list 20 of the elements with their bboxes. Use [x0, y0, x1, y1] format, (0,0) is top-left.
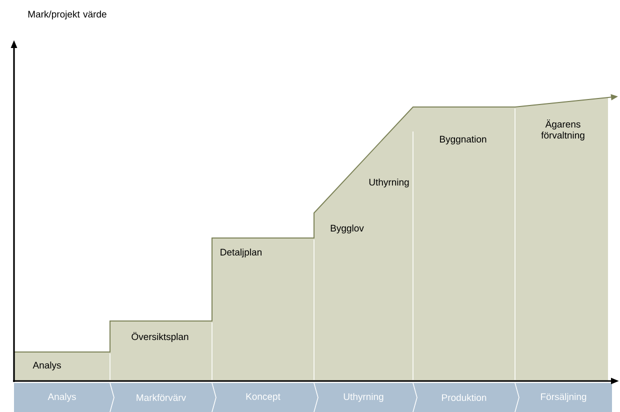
- axis-label: Mark/projekt värde: [28, 10, 106, 20]
- node-label: Försäljning: [541, 393, 586, 402]
- step-label: Ägarens förvaltning: [541, 120, 584, 140]
- node-label: Produktion: [442, 394, 486, 401]
- phase-segment: Försäljning: [515, 383, 612, 412]
- phase-segment: Analys: [14, 383, 110, 412]
- step-label: Uthyrning: [369, 178, 409, 188]
- step-label: Analys: [32, 362, 61, 370]
- phase-segment: Produktion: [413, 383, 515, 412]
- step-label: Detaljplan: [220, 248, 262, 258]
- phase-segment: Uthyrning: [314, 383, 413, 412]
- phase-segment: Koncept: [212, 383, 314, 412]
- step-label: Byggnation: [440, 136, 486, 144]
- node-label: Analys: [48, 393, 76, 402]
- node-label: Uthyrning: [344, 393, 384, 402]
- phase-segment: Markförvärv: [110, 383, 212, 412]
- step-label: Översiktsplan: [132, 332, 188, 342]
- step-label: Bygglov: [330, 224, 364, 234]
- node-label: Markförvärv: [136, 394, 186, 401]
- node-label: Koncept: [246, 393, 280, 402]
